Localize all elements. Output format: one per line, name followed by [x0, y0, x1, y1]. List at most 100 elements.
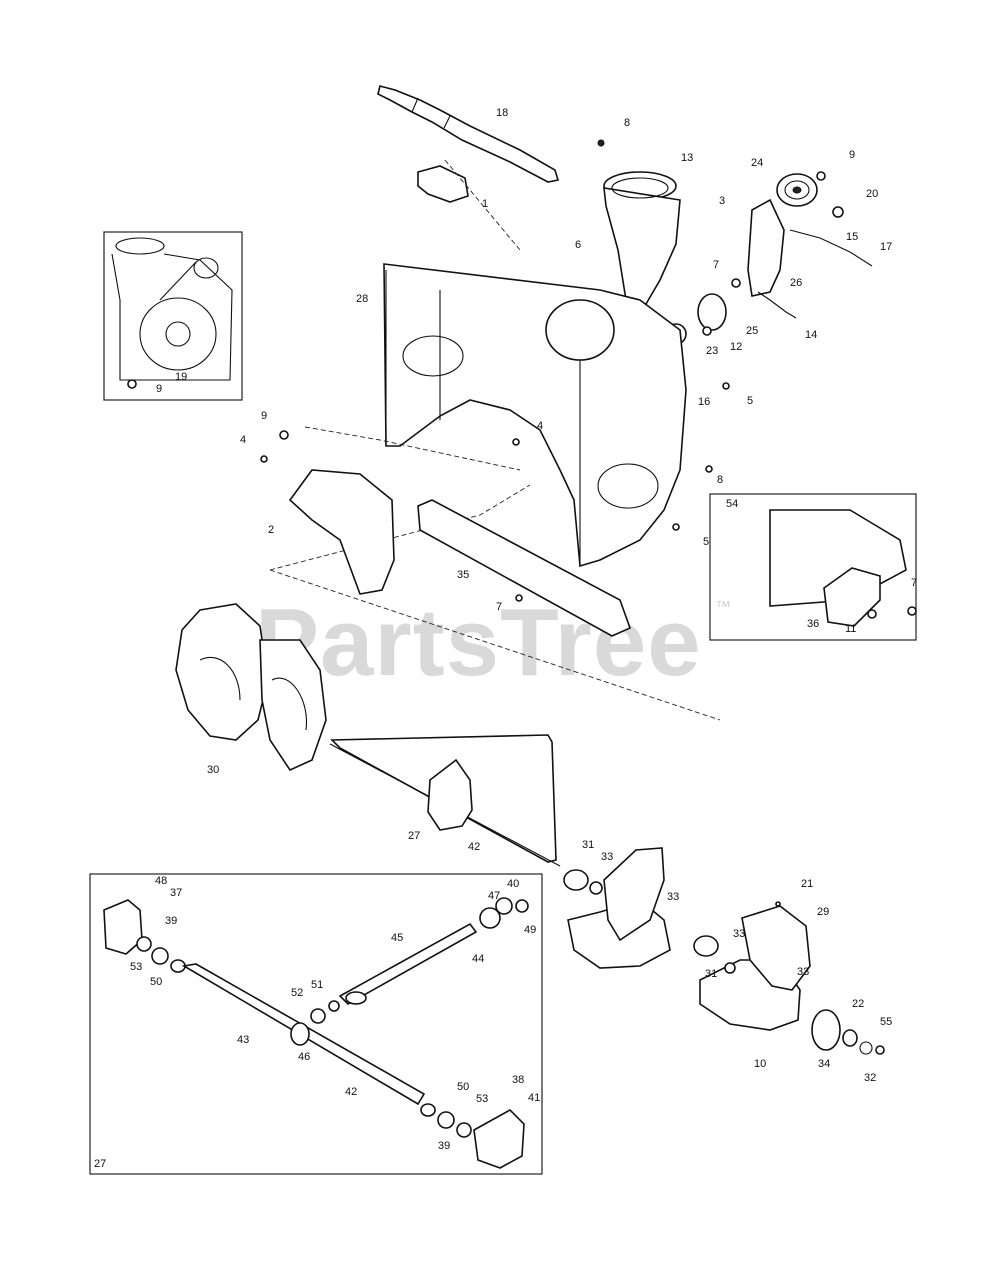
auger-right-half	[563, 847, 671, 969]
thrust-washer-part-52	[310, 1008, 326, 1024]
callout-4: 4	[240, 434, 246, 446]
callout-32: 32	[864, 1072, 876, 1084]
callout-25: 25	[746, 325, 758, 337]
bushing-lower-part-53	[437, 1111, 455, 1129]
callout-54: 54	[726, 498, 738, 510]
assembly-line-d	[444, 159, 521, 251]
assembly-line-a	[304, 426, 521, 471]
callout-27: 27	[408, 830, 420, 842]
assembly-line-c	[269, 569, 721, 721]
callout-30: 30	[207, 764, 219, 776]
callout-39: 39	[438, 1140, 450, 1152]
callout-28: 28	[356, 293, 368, 305]
callout-31: 31	[582, 839, 594, 851]
bushing-part-53	[151, 947, 169, 965]
gearbox-part-27	[427, 758, 473, 831]
callout-9: 9	[261, 410, 267, 422]
callout-39: 39	[165, 915, 177, 927]
callout-52: 52	[291, 987, 303, 999]
watermark-text: PartsTree	[255, 589, 702, 696]
callout-23: 23	[706, 345, 718, 357]
callout-37: 37	[170, 887, 182, 899]
callout-10: 10	[754, 1058, 766, 1070]
inset-gearbox-parts	[103, 897, 529, 1169]
callout-9: 9	[156, 383, 162, 395]
callout-31: 31	[705, 968, 717, 980]
worm-gear-part-46	[290, 1022, 310, 1046]
flange-part-25	[697, 293, 727, 331]
chute-base-part-13	[603, 171, 681, 305]
inset-belt-view	[103, 231, 243, 401]
callout-5: 5	[703, 536, 709, 548]
inset-gearbox-label: 27	[94, 1158, 106, 1170]
callout-14: 14	[805, 329, 817, 341]
washer-lower-part-50	[420, 1103, 436, 1117]
auger-spiral-part-30	[175, 603, 327, 772]
brace-part-35	[417, 499, 632, 637]
callout-41: 41	[528, 1092, 540, 1104]
callout-5: 5	[747, 395, 753, 407]
callout-53: 53	[130, 961, 142, 973]
callout-7: 7	[713, 259, 719, 271]
callout-33: 33	[797, 966, 809, 978]
callout-18: 18	[496, 107, 508, 119]
bracket-part-1	[417, 165, 469, 203]
gasket-part-36	[823, 567, 881, 627]
worm-part	[345, 991, 367, 1005]
callout-26: 26	[790, 277, 802, 289]
callout-24: 24	[751, 157, 763, 169]
callout-8: 8	[717, 474, 723, 486]
callout-36: 36	[807, 618, 819, 630]
cable-part-17	[789, 229, 873, 267]
inset-belt-view-content	[111, 237, 233, 381]
auger-housing-part-28	[383, 263, 687, 568]
callout-45: 45	[391, 932, 403, 944]
spring-part-14	[757, 291, 797, 319]
callout-46: 46	[298, 1051, 310, 1063]
callout-16: 16	[698, 396, 710, 408]
callout-6: 6	[575, 239, 581, 251]
callout-51: 51	[311, 979, 323, 991]
callout-33: 33	[733, 928, 745, 940]
callout-1: 1	[482, 198, 488, 210]
bearing-lower-part-39	[456, 1122, 472, 1138]
callout-38: 38	[512, 1074, 524, 1086]
callout-17: 17	[880, 241, 892, 253]
bearing-part-39	[136, 936, 152, 952]
washer-part-49	[515, 899, 529, 913]
callout-13: 13	[681, 152, 693, 164]
callout-19: 19	[175, 371, 187, 383]
callout-9: 9	[849, 149, 855, 161]
gearbox-cover-part-37	[103, 899, 143, 955]
inset-gearbox-exploded	[89, 873, 543, 1175]
idler-arm-part-26	[747, 198, 785, 297]
callout-44: 44	[472, 953, 484, 965]
callout-33: 33	[667, 891, 679, 903]
callout-42: 42	[345, 1086, 357, 1098]
callout-29: 29	[817, 906, 829, 918]
callout-11: 11	[845, 623, 856, 635]
callout-35: 35	[457, 569, 469, 581]
callout-48: 48	[155, 875, 167, 887]
callout-43: 43	[237, 1034, 249, 1046]
callout-53: 53	[476, 1093, 488, 1105]
callout-22: 22	[852, 998, 864, 1010]
auger-spiral-part-29	[693, 905, 873, 1055]
callout-7: 7	[496, 601, 502, 613]
callout-50: 50	[150, 976, 162, 988]
callout-4: 4	[537, 420, 543, 432]
callout-7: 7	[911, 577, 917, 589]
callout-42: 42	[468, 841, 480, 853]
callout-15: 15	[846, 231, 858, 243]
callout-33: 33	[601, 851, 613, 863]
callout-3: 3	[719, 195, 725, 207]
shave-plate-part-2	[288, 469, 395, 595]
callout-40: 40	[507, 878, 519, 890]
callout-55: 55	[880, 1016, 892, 1028]
watermark-trademark: ™	[715, 599, 731, 616]
callout-47: 47	[488, 890, 500, 902]
callout-49: 49	[524, 924, 536, 936]
callout-2: 2	[268, 524, 274, 536]
